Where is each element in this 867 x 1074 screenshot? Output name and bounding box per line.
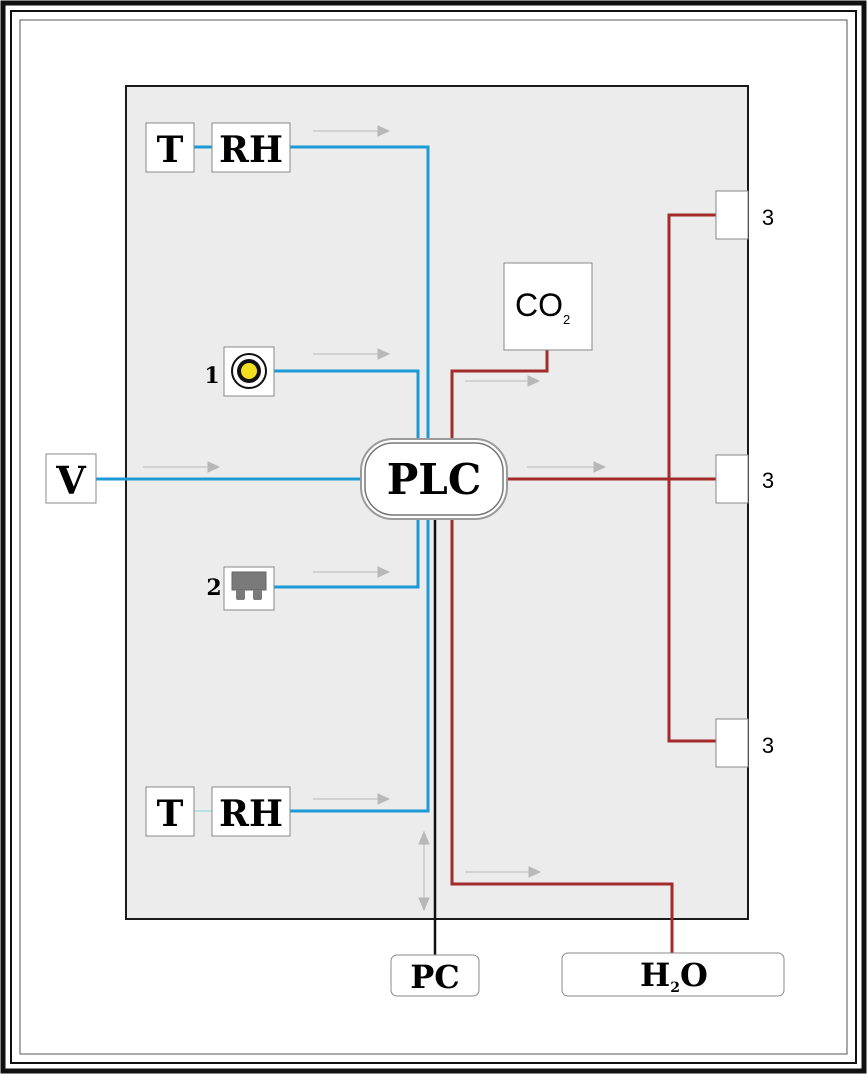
co2-sensor-box [503,262,593,351]
t-sensor-top-label: T [157,129,184,171]
sensor-2-icon [231,571,267,600]
sensor-2-number: 2 [206,575,221,601]
plc-label: PLC [387,455,482,504]
rh-sensor-bottom-label: RH [219,793,283,835]
pc-box [390,954,480,997]
line-sensor2-plc [274,518,420,589]
arrow-head-actuators [593,461,607,473]
arrow-head-pc-down [418,897,430,912]
line-rh-bottom-plc [290,518,430,813]
arrow-head-rh-bottom [377,793,391,805]
arrow-head-h2o [528,866,542,878]
actuator-lines [450,213,718,953]
co2-subscript: 2 [563,312,570,327]
arrow-head-pc-up [418,830,430,845]
sensor-lines [96,145,430,813]
light-sensor-icon [231,353,267,389]
actuator-mid-box [715,454,749,504]
actuator-bottom-number: 3 [762,733,774,758]
sensor-1-number: 1 [204,363,219,389]
arrow-head-v [207,461,221,473]
line-plc-h2o [450,518,674,953]
rh-sensor-top-label: RH [219,129,283,171]
h2o-box [561,952,785,997]
arrow-head-sensor-1 [377,348,391,360]
t-sensor-bottom-label: T [157,793,184,835]
co2-label: CO2 [515,287,570,327]
h2o-label: H2O [640,956,708,996]
actuator-top-box [715,190,749,240]
h2o-o: O [680,956,708,994]
flow-arrows [143,125,607,912]
co2-main: CO [515,287,563,323]
h2o-subscript: 2 [670,980,680,996]
plc-box [364,442,504,516]
line-actuator-bus [667,213,718,743]
actuator-top-number: 3 [762,205,774,230]
actuator-bottom-box [715,718,749,768]
h2o-h: H [640,956,670,994]
rh-sensor-top-box [211,122,291,173]
arrow-head-co2 [527,375,541,387]
actuator-mid-number: 3 [762,468,774,493]
pc-label: PC [410,958,460,996]
outer-frame-thin [19,19,848,1055]
rh-sensor-bottom-box [211,786,291,837]
arrow-head-rh-top [377,125,391,137]
t-sensor-bottom-box [145,786,195,837]
v-label: V [55,458,87,503]
v-box [45,453,97,504]
line-rh-top-plc [290,145,430,440]
line-sensor1-plc [274,369,420,440]
outer-frame-inner [10,10,857,1064]
t-sensor-top-box [145,122,195,173]
arrow-head-sensor-2 [377,566,391,578]
line-plc-co2 [450,350,549,440]
